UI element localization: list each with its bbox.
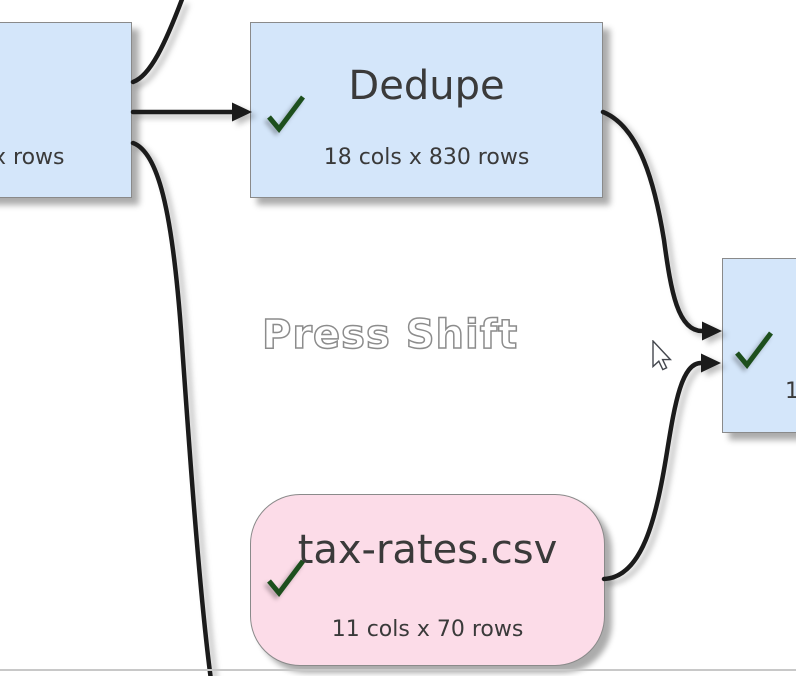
node-subtitle: 1 (785, 379, 796, 404)
arrowhead-into-downstream-lower (701, 353, 721, 373)
success-check-icon (267, 559, 305, 598)
node-title: Dedupe (348, 63, 505, 109)
success-check-icon (735, 331, 773, 370)
press-shift-watermark: Press Shift (261, 311, 519, 359)
mouse-arrow-cursor (652, 340, 673, 371)
node-upstream-partial[interactable]: x rows (0, 22, 132, 198)
link-dedupe-to-downstream[interactable] (600, 109, 705, 334)
success-check-icon (267, 95, 305, 134)
node-dedupe[interactable]: Dedupe 18 cols x 830 rows (250, 22, 603, 198)
node-downstream-partial[interactable]: 1 (722, 258, 796, 433)
canvas-bottom-edge (0, 669, 796, 671)
node-subtitle: x rows (0, 145, 65, 170)
arrowhead-into-dedupe (232, 102, 252, 122)
link-upstream-to-offscreen-bottom[interactable] (130, 140, 213, 676)
arrowhead-into-downstream-upper (702, 321, 722, 341)
link-upstream-to-offscreen-top[interactable] (130, 0, 185, 85)
link-taxrates-to-downstream[interactable] (601, 360, 704, 582)
node-subtitle: 11 cols x 70 rows (331, 617, 524, 642)
node-tax-rates-csv[interactable]: tax-rates.csv 11 cols x 70 rows (250, 494, 605, 666)
node-title: tax-rates.csv (297, 527, 558, 573)
node-subtitle: 18 cols x 830 rows (323, 145, 530, 170)
